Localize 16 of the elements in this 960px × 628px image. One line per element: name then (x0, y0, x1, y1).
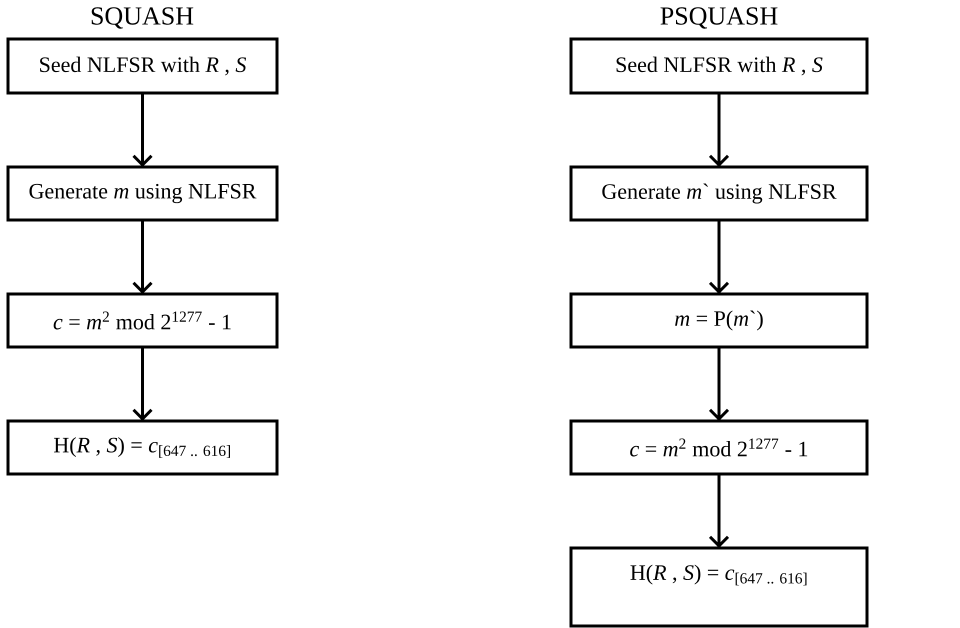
arrow (708, 220, 730, 294)
process-box: m = P(m`) (570, 292, 868, 348)
process-box: Seed NLFSR with R , S (6, 38, 278, 94)
arrow (132, 93, 153, 167)
arrow (132, 347, 153, 421)
process-box: H(R , S) = c$_{[647 .. 616]}$ (6, 420, 278, 476)
arrow (708, 474, 730, 548)
process-box: Generate m` using NLFSR (570, 166, 868, 222)
process-box: Seed NLFSR with R , S (570, 38, 868, 94)
process-box: H(R , S) = c$_{[647 .. 616]}$ (570, 546, 868, 628)
arrow (132, 220, 153, 294)
process-box: c = m$^{2}$ mod 2$^{1277}$ - 1 (6, 292, 278, 348)
arrow (708, 347, 730, 421)
process-box: c = m$^{2}$ mod 2$^{1277}$ - 1 (570, 420, 868, 476)
process-box: Generate m using NLFSR (6, 166, 278, 222)
arrow (708, 93, 730, 167)
